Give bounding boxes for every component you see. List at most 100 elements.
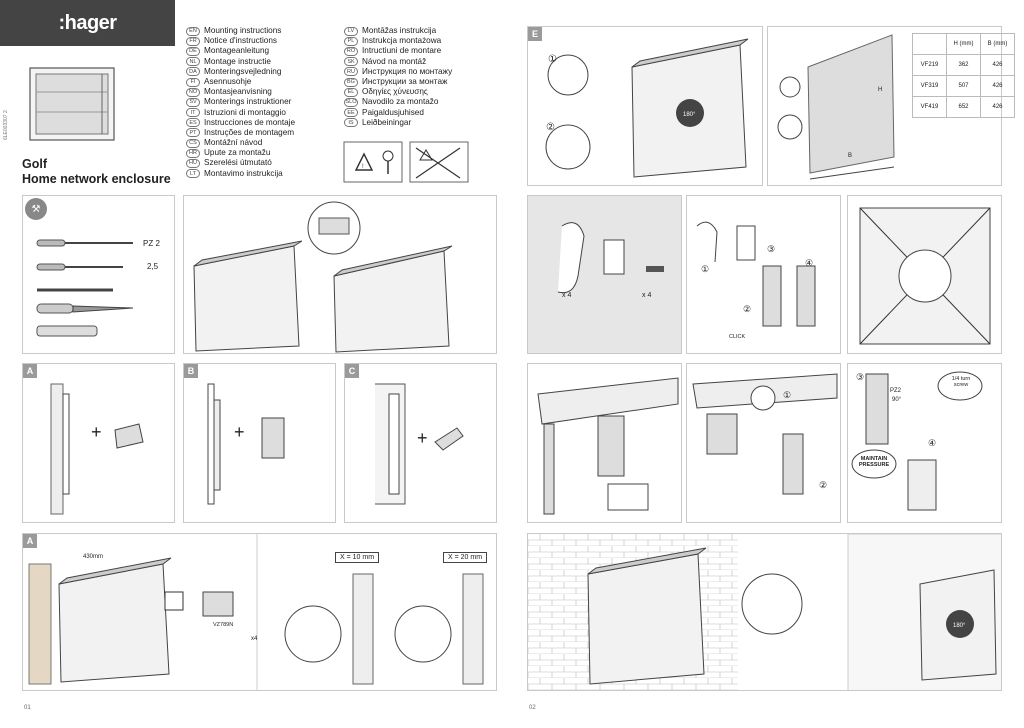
hager-logo: :hager [0, 0, 175, 46]
tag-e: E [528, 27, 542, 41]
click-label: CLICK [729, 334, 746, 340]
step-4-marker: ④ [928, 438, 937, 448]
language-code-badge: EE [344, 108, 358, 118]
language-label: Intructiuni de montare [362, 46, 442, 56]
language-code-badge: HR [186, 148, 200, 158]
step-3-marker: ③ [767, 244, 776, 254]
tools-icon: ⚒ [25, 198, 47, 220]
language-label: Istruzioni di montaggio [204, 107, 286, 117]
language-code-badge: IT [186, 108, 200, 118]
panel-c-masonry: C + [344, 363, 497, 523]
language-item: RU Инструкция по монтажу [344, 67, 452, 77]
language-label: Asennusohje [204, 76, 252, 86]
language-code-badge: SLO [344, 97, 358, 107]
language-code-badge: RU [344, 67, 358, 77]
rotate-180-label-2: 180° [953, 623, 966, 629]
tag-a: A [23, 364, 37, 378]
language-code-badge: ES [186, 118, 200, 128]
x20-label: X = 20 mm [443, 552, 488, 563]
dim-b: B [848, 153, 853, 159]
maintain-pressure-label: MAINTAIN PRESSURE [858, 456, 890, 468]
panel-c-brick-installation: C 180° [527, 533, 1002, 691]
panel-hardware-kit: x 4 x 4 [527, 195, 682, 354]
language-label: Monterings instruktioner [204, 97, 292, 107]
table-cell: 426 [980, 54, 1015, 76]
language-code-badge: LT [186, 169, 200, 179]
language-label: Mounting instructions [204, 26, 282, 35]
language-item: HR Upute za montažu [186, 148, 295, 158]
plus-sign: + [234, 422, 245, 442]
language-item: ES Instrucciones de montaje [186, 118, 295, 128]
table-cell: 426 [980, 75, 1015, 97]
panel-b-cavity-wall: B + [183, 363, 336, 523]
tag-b: B [184, 364, 198, 378]
language-code-badge: IS [344, 118, 358, 128]
language-label: Návod na montáž [362, 56, 427, 66]
svg-text:!: ! [362, 164, 364, 170]
step-2-marker: ② [546, 122, 555, 133]
vz-reference: VZ789N [213, 622, 234, 628]
language-label: Szerelési útmutató [204, 158, 272, 168]
language-code-badge: EN [186, 26, 200, 36]
language-label: Upute za montažu [204, 148, 271, 158]
language-label: Инструкция по монтажу [362, 66, 453, 76]
x10-label: X = 10 mm [335, 552, 380, 563]
warning-pictograms: ! [342, 140, 472, 184]
language-code-badge: NL [186, 57, 200, 67]
language-label: Monteringsvejledning [204, 66, 282, 76]
language-label: Οδηγίες χύνευσης [362, 87, 428, 97]
language-label: Instrukcja montażowa [362, 36, 442, 46]
table-cell: VF419 [912, 96, 947, 118]
product-name: Golf [22, 157, 47, 171]
dimension-430: 430mm [83, 554, 104, 560]
table-cell: 507 [946, 75, 981, 97]
table-header-cell: H (mm) [946, 33, 981, 55]
language-code-badge: HU [186, 159, 200, 169]
angle-90-label: 90° [892, 397, 902, 403]
plus-sign: + [417, 428, 428, 448]
step-1-marker: ① [783, 390, 792, 400]
step-4-marker: ④ [805, 258, 814, 268]
language-code-badge: DA [186, 67, 200, 77]
rotate-180-label: 180° [683, 112, 696, 118]
language-code-badge: LV [344, 26, 358, 36]
language-item: IT Istruzioni di montaggio [186, 108, 295, 118]
language-code-badge: DE [186, 46, 200, 56]
step-2-marker: ② [819, 480, 828, 490]
page-number-right: 02 [529, 705, 536, 711]
quarter-turn-label: 1/4 turn screw [951, 376, 971, 388]
language-label: Navodilo za montažo [362, 97, 439, 107]
page-number-left: 01 [24, 705, 31, 711]
language-label: Montážní návod [204, 138, 263, 148]
step-1-marker: ① [548, 54, 557, 65]
panel-unpack-illustration [183, 195, 497, 354]
panel-assemble-clips: ① ③ ④ ② CLICK [686, 195, 841, 354]
dim-h: H [878, 87, 883, 93]
qty-screws: x 4 [642, 292, 652, 299]
language-item: SLO Navodilo za montažo [344, 97, 452, 107]
language-label: Instruções de montagem [204, 127, 295, 137]
language-item: DA Monteringsvejledning [186, 67, 295, 77]
table-header-cell: B (mm) [980, 33, 1015, 55]
language-item: EN Mounting instructions [186, 26, 295, 36]
product-subtitle: Home network enclosure [22, 172, 171, 186]
language-item: HU Szerelési útmutató [186, 158, 295, 169]
language-label: Instrucciones de montaje [204, 117, 296, 127]
plus-sign: + [91, 422, 102, 442]
